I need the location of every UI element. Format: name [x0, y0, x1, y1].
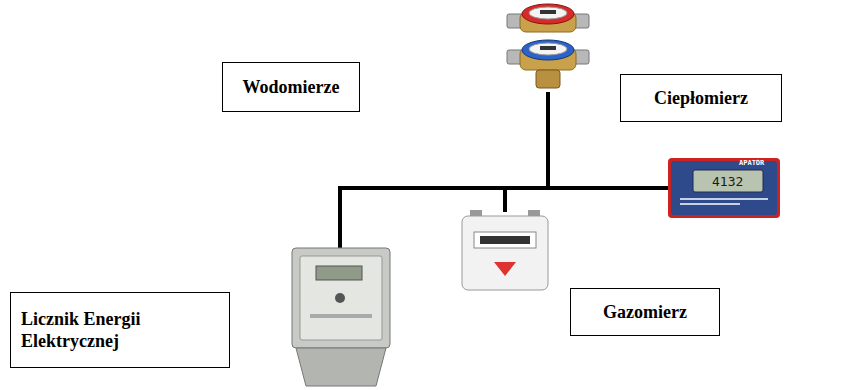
heat-meter-icon	[668, 158, 780, 218]
meter-label: Ciepłomierz	[654, 87, 748, 110]
meter-label: Wodomierze	[243, 76, 340, 99]
label-box: Ciepłomierz	[620, 74, 782, 122]
meter-label: Gazomierz	[603, 301, 687, 324]
gas-meter-icon	[462, 210, 548, 290]
label-box: Wodomierze	[222, 62, 360, 112]
meter-label: Licznik Energii Elektrycznej	[21, 308, 217, 353]
electricity-meter-icon	[292, 248, 390, 386]
water-meter-icon	[507, 4, 589, 88]
display-reading: 4132	[712, 175, 743, 188]
label-box: Gazomierz	[570, 288, 720, 336]
label-box: Licznik Energii Elektrycznej	[10, 292, 230, 368]
brand-name: APATOR	[739, 160, 764, 167]
